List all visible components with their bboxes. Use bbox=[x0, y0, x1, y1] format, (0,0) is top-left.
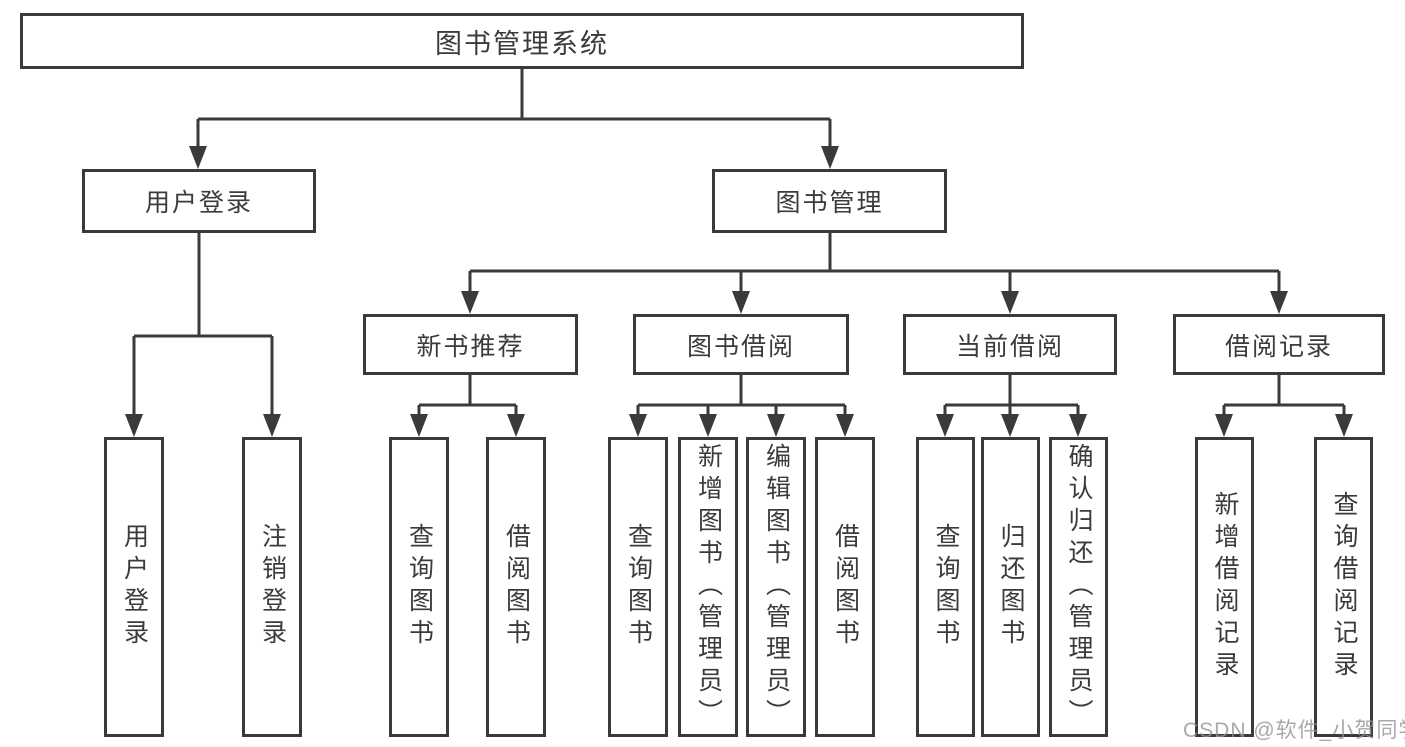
leaf-query-borrow-record: 查询借阅记录 bbox=[1314, 437, 1373, 737]
node-library-management-system: 图书管理系统 bbox=[20, 13, 1024, 69]
node-label: 查询图书 bbox=[405, 523, 434, 651]
leaf-user-login: 用户登录 bbox=[104, 437, 164, 737]
node-label: 编辑图书（管理员） bbox=[762, 443, 791, 731]
leaf-return-books: 归还图书 bbox=[981, 437, 1040, 737]
node-label: 新书推荐 bbox=[416, 332, 525, 361]
node-label: 归还图书 bbox=[997, 523, 1025, 651]
leaf-add-books-admin: 新增图书（管理员） bbox=[678, 437, 738, 737]
leaf-edit-books-admin: 编辑图书（管理员） bbox=[746, 437, 806, 737]
node-label: 图书管理系统 bbox=[435, 28, 609, 59]
leaf-borrow-books-borrowing: 借阅图书 bbox=[815, 437, 875, 737]
node-user-login: 用户登录 bbox=[82, 169, 316, 233]
csdn-watermark: CSDN @软件_小贺同学 bbox=[1183, 719, 1405, 742]
node-book-management: 图书管理 bbox=[712, 169, 947, 233]
arrowheads bbox=[125, 146, 1353, 437]
node-new-book-recommendation: 新书推荐 bbox=[363, 314, 578, 375]
node-label: 查询图书 bbox=[932, 523, 960, 651]
node-label: 借阅图书 bbox=[502, 523, 531, 651]
leaf-add-borrow-record: 新增借阅记录 bbox=[1195, 437, 1254, 737]
node-label: 图书管理 bbox=[775, 189, 884, 217]
node-label: 图书借阅 bbox=[686, 332, 795, 361]
node-label: 用户登录 bbox=[144, 189, 253, 217]
node-label: 查询图书 bbox=[624, 523, 653, 651]
node-label: 当前借阅 bbox=[955, 332, 1064, 361]
leaf-borrow-books-recommend: 借阅图书 bbox=[486, 437, 546, 737]
node-label: 用户登录 bbox=[120, 523, 149, 651]
node-label: 借阅图书 bbox=[831, 523, 860, 651]
node-label: 注销登录 bbox=[258, 523, 287, 651]
leaf-query-books-borrowing: 查询图书 bbox=[608, 437, 668, 737]
leaf-logout: 注销登录 bbox=[242, 437, 302, 737]
leaf-query-books-recommend: 查询图书 bbox=[389, 437, 449, 737]
leaf-confirm-return-admin: 确认归还（管理员） bbox=[1049, 437, 1108, 737]
node-label: 新增借阅记录 bbox=[1211, 491, 1239, 683]
node-borrowing-records: 借阅记录 bbox=[1173, 314, 1385, 375]
node-book-borrowing: 图书借阅 bbox=[633, 314, 849, 375]
node-label: 借阅记录 bbox=[1224, 332, 1333, 361]
node-current-borrowing: 当前借阅 bbox=[903, 314, 1117, 375]
node-label: 新增图书（管理员） bbox=[694, 443, 723, 731]
leaf-query-books-current: 查询图书 bbox=[916, 437, 975, 737]
node-label: 确认归还（管理员） bbox=[1065, 443, 1093, 731]
node-label: 查询借阅记录 bbox=[1330, 491, 1358, 683]
